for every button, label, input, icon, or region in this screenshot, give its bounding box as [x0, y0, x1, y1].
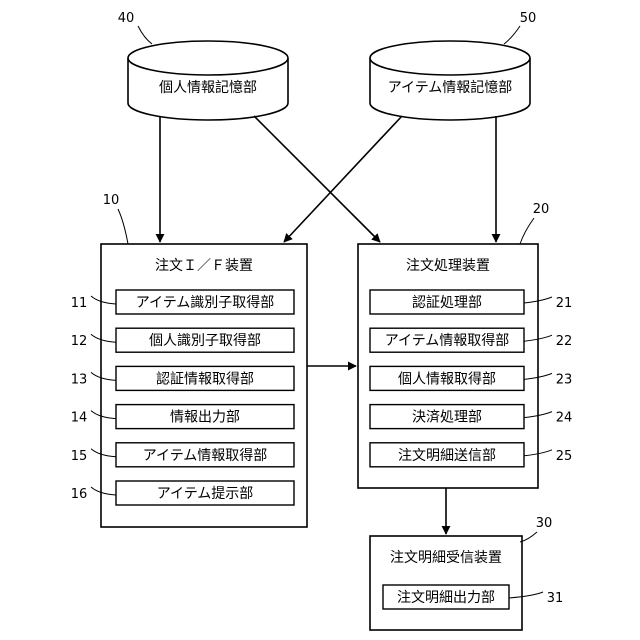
- leader-40: [138, 26, 152, 44]
- personal-info-storage-db: 個人情報記憶部: [128, 41, 288, 120]
- order-if-unit-label-12: 個人識別子取得部: [149, 332, 261, 349]
- order-proc-unit-label-21: 認証処理部: [412, 295, 482, 311]
- ref-10: 10: [103, 193, 120, 208]
- ref-22: 22: [556, 334, 573, 349]
- ref-21: 21: [556, 296, 573, 311]
- ref-23: 23: [556, 372, 573, 387]
- ref-11: 11: [71, 296, 88, 311]
- ref-16: 16: [71, 487, 88, 502]
- ref-40: 40: [118, 11, 135, 26]
- order-interface-title: 注文Ｉ／Ｆ装置: [155, 258, 253, 274]
- receiver-unit-label-31: 注文明細出力部: [397, 590, 495, 606]
- order-detail-receiver-title: 注文明細受信装置: [390, 550, 502, 566]
- ref-14: 14: [71, 411, 88, 426]
- ref-20: 20: [533, 202, 550, 217]
- order-if-unit-label-15: アイテム情報取得部: [143, 447, 268, 464]
- leader-50: [504, 26, 520, 44]
- personal-info-storage-label: 個人情報記憶部: [159, 79, 257, 96]
- order-interface-device: 注文Ｉ／Ｆ装置 アイテム識別子取得部個人識別子取得部認証情報取得部情報出力部アイ…: [101, 244, 307, 527]
- ref-13: 13: [71, 372, 88, 387]
- order-proc-unit-label-23: 個人情報取得部: [398, 370, 496, 387]
- arrow-50-to-10: [284, 116, 402, 242]
- ref-12: 12: [71, 334, 88, 349]
- ref-30: 30: [536, 516, 553, 531]
- leader-10: [118, 209, 128, 244]
- order-proc-unit-label-25: 注文明細送信部: [398, 448, 496, 464]
- order-processing-device: 注文処理装置 認証処理部アイテム情報取得部個人情報取得部決済処理部注文明細送信部: [358, 244, 538, 488]
- order-if-unit-label-11: アイテム識別子取得部: [136, 294, 275, 311]
- item-info-storage-db: アイテム情報記憶部: [370, 41, 530, 120]
- arrow-40-to-20: [254, 116, 380, 242]
- item-info-storage-label: アイテム情報記憶部: [388, 79, 513, 96]
- order-detail-receiver-device: 注文明細受信装置 注文明細出力部: [370, 536, 522, 630]
- ref-25: 25: [556, 449, 573, 464]
- order-if-unit-label-13: 認証情報取得部: [156, 370, 254, 387]
- ref-31: 31: [547, 591, 564, 606]
- order-proc-unit-label-24: 決済処理部: [412, 410, 482, 426]
- leader-20: [520, 218, 534, 244]
- order-if-unit-label-16: アイテム提示部: [157, 486, 254, 502]
- order-proc-unit-label-22: アイテム情報取得部: [385, 332, 510, 349]
- ref-24: 24: [556, 411, 573, 426]
- order-processing-title: 注文処理装置: [406, 258, 490, 274]
- ref-15: 15: [71, 449, 88, 464]
- order-if-unit-label-14: 情報出力部: [170, 410, 240, 426]
- ref-50: 50: [520, 11, 537, 26]
